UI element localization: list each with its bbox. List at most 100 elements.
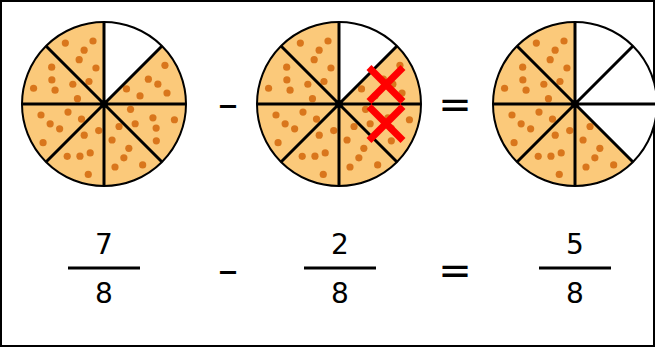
pepperoni-dot (552, 132, 559, 139)
pizza-group (22, 22, 655, 186)
pepperoni-dot (346, 163, 353, 170)
pepperoni-dot (313, 115, 320, 122)
slice-line (339, 46, 397, 104)
pepperoni-dot (48, 64, 55, 71)
slice-line (104, 104, 162, 162)
slice-line (339, 103, 421, 106)
pepperoni-dot (265, 85, 272, 92)
pepperoni-dot (579, 136, 586, 143)
slice-line (104, 46, 162, 104)
pizza-center (335, 100, 343, 108)
pepperoni-dot (556, 78, 563, 85)
pepperoni-dot (89, 37, 96, 44)
pepperoni-dot (81, 132, 88, 139)
pepperoni-dot (136, 92, 143, 99)
slice-line (574, 22, 577, 104)
pizza-slice (339, 46, 421, 104)
pizza-slice (22, 104, 104, 162)
pizza-center (100, 100, 108, 108)
pepperoni-dot (316, 132, 323, 139)
slice-line (104, 103, 186, 106)
slice-line (574, 104, 577, 186)
pepperoni-dot (547, 56, 554, 63)
pepperoni-dot (87, 149, 94, 156)
pepperoni-dot (108, 136, 115, 143)
pepperoni-dot (540, 81, 547, 88)
pepperoni-dot (161, 62, 168, 69)
pepperoni-dot (586, 123, 593, 130)
denominator: 8 (566, 280, 584, 308)
pepperoni-dot (367, 120, 374, 127)
pepperoni-dot (153, 137, 160, 144)
pepperoni-dot (125, 145, 132, 152)
numerator: 7 (95, 231, 113, 259)
pepperoni-dot (39, 139, 46, 146)
pepperoni-dot (527, 125, 534, 132)
pepperoni-dot (556, 171, 563, 178)
pepperoni-dot (171, 116, 178, 123)
pepperoni-dot (582, 163, 589, 170)
pepperoni-dot (64, 108, 71, 115)
slice-line (493, 103, 575, 106)
slice-line (103, 104, 106, 186)
pizza-outline (22, 22, 186, 186)
pepperoni-dot (115, 123, 122, 130)
pizza-outline (257, 22, 421, 186)
pepperoni-dot (299, 153, 306, 160)
pepperoni-dot (510, 139, 517, 146)
pepperoni-dot (47, 120, 54, 127)
pepperoni-dot (272, 111, 279, 118)
pepperoni-dot (327, 64, 334, 71)
pepperoni-dot (283, 76, 290, 83)
fraction-bar (304, 267, 376, 270)
pepperoni-dot (406, 116, 413, 123)
pepperoni-dot (76, 153, 83, 160)
pizza-outline (493, 22, 655, 186)
denominator: 8 (331, 280, 349, 308)
slice-line (338, 22, 341, 104)
cross-mark (369, 68, 403, 102)
pepperoni-dot (311, 153, 318, 160)
pepperoni-dot (123, 85, 130, 92)
pepperoni-dot (92, 64, 99, 71)
fraction-bar (68, 267, 140, 270)
pizza-slice (46, 22, 104, 104)
pepperoni-dot (552, 47, 559, 54)
pepperoni-dot (69, 81, 76, 88)
pepperoni-dot (508, 111, 515, 118)
pepperoni-dot (76, 56, 83, 63)
denominator: 8 (95, 280, 113, 308)
pepperoni-dot (311, 56, 318, 63)
pepperoni-dot (535, 153, 542, 160)
pepperoni-dot (547, 153, 554, 160)
pepperoni-dot (56, 125, 63, 132)
pepperoni-dot (316, 47, 323, 54)
pepperoni-dot (322, 149, 329, 156)
pepperoni-dot (283, 64, 290, 71)
pepperoni-dot (149, 114, 156, 121)
slice-line (22, 103, 104, 106)
pepperoni-dot (320, 171, 327, 178)
pizza-center (571, 100, 579, 108)
cross-mark (369, 106, 403, 140)
pizza-slice (257, 104, 339, 162)
pizza-slice (575, 104, 633, 186)
pepperoni-dot (591, 154, 598, 161)
pizza-slice (517, 22, 575, 104)
pepperoni-dot (145, 76, 152, 83)
pepperoni-dot (37, 111, 44, 118)
slice-line (338, 104, 341, 186)
pepperoni-dot (343, 136, 350, 143)
pepperoni-dot (563, 64, 570, 71)
slice-line (46, 104, 104, 162)
pepperoni-dot (566, 127, 573, 134)
pepperoni-dot (286, 87, 293, 94)
pepperoni-dot (297, 39, 304, 46)
equals-sign: = (438, 84, 472, 124)
pepperoni-dot (545, 95, 552, 102)
slice-line (575, 104, 633, 162)
slice-line (339, 104, 397, 162)
pepperoni-dot (596, 145, 603, 152)
slice-line (281, 104, 339, 162)
pepperoni-dot (610, 161, 617, 168)
